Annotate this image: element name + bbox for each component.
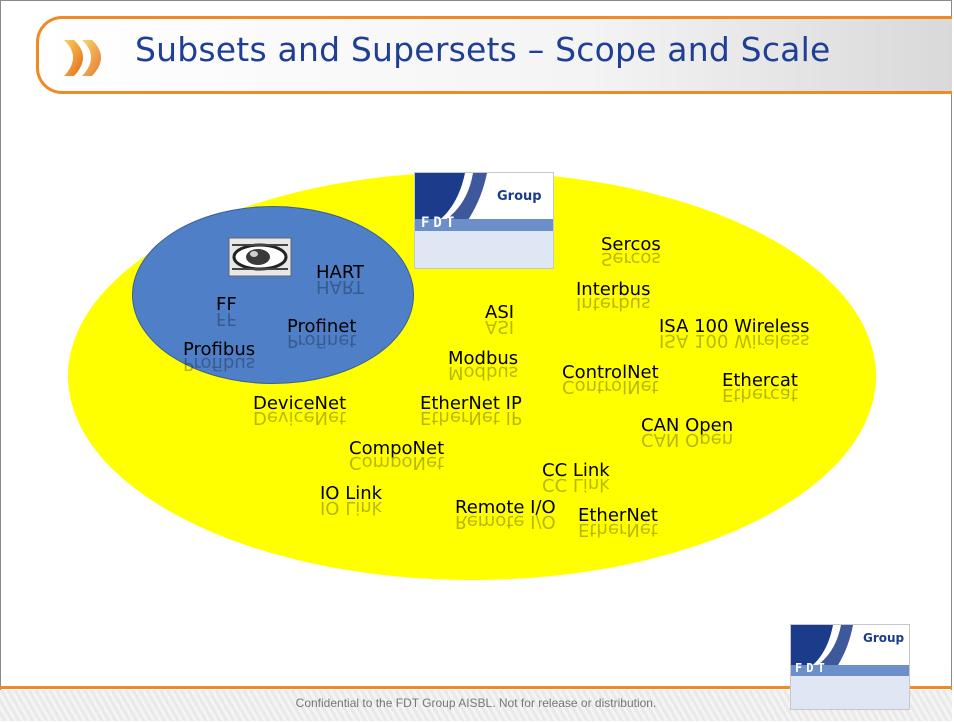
logo-group-text: Group (497, 189, 542, 204)
label-modbus: Modbus Modbus (448, 348, 519, 383)
device-icon (228, 237, 292, 277)
label-ethernet-ip: EtherNet IP EtherNet IP (420, 393, 522, 428)
arrows-icon (64, 40, 101, 76)
label-remote-io: Remote I/O Remote I/O (455, 497, 556, 532)
label-profibus: Profibus Profibus (183, 339, 256, 374)
label-devicenet: DeviceNet DeviceNet (253, 393, 347, 428)
label-io-link: IO Link IO Link (320, 483, 383, 518)
label-ff: FF FF (216, 294, 237, 329)
label-cc-link: CC Link CC Link (542, 460, 610, 495)
footer-fdt-logo: Group FDT (790, 624, 910, 710)
subset-ellipse (132, 206, 414, 384)
label-can-open: CAN Open CAN Open (641, 415, 734, 450)
footer-divider-right (910, 686, 952, 689)
footer-logo-group-text: Group (863, 631, 905, 645)
label-asi: ASI ASI (485, 302, 515, 337)
page-title: Subsets and Supersets – Scope and Scale (135, 30, 831, 69)
label-componet: CompoNet CompoNet (349, 438, 445, 473)
footer-divider (0, 686, 790, 689)
label-isa100: ISA 100 Wireless ISA 100 Wireless (659, 316, 810, 351)
title-banner (36, 16, 952, 94)
footer-logo-fdt-text: FDT (795, 661, 829, 675)
label-sercos: Sercos Sercos (601, 234, 661, 269)
logo-fdt-text: FDT (421, 215, 459, 231)
label-ethercat: Ethercat Ethercat (722, 370, 798, 405)
label-ethernet: EtherNet EtherNet (578, 505, 658, 540)
label-interbus: Interbus Interbus (576, 279, 651, 314)
label-profinet: Profinet Profinet (287, 316, 357, 351)
label-controlnet: ControlNet ControlNet (562, 362, 659, 397)
fdt-logo: Group FDT (414, 172, 554, 269)
footer-confidential: Confidential to the FDT Group AISBL. Not… (295, 696, 657, 710)
label-hart: HART HART (316, 262, 365, 297)
